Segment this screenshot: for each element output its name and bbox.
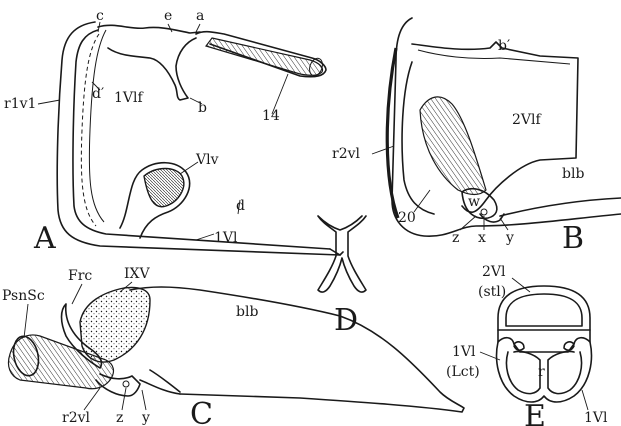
panel-a-valve-vlv-inner [144, 169, 184, 207]
label-r1v1: r1v1 [4, 96, 36, 112]
panel-a-upper-plate [98, 25, 200, 100]
label-stl: (stl) [478, 284, 506, 300]
panel-e-lower-inner-right [548, 351, 582, 393]
label-c: c [96, 8, 104, 24]
label-1vlf: 1Vlf [114, 90, 144, 106]
label-1vl-right: 1Vl [584, 410, 608, 426]
panel-a [57, 22, 343, 255]
panel-e-lower-inner-left [506, 351, 540, 393]
panel-e-letter: E [524, 399, 546, 426]
label-d: d [236, 198, 245, 214]
panel-d: D [318, 216, 366, 338]
label-2vl: 2Vl [482, 264, 506, 280]
label-r: r [538, 364, 545, 380]
label-y-c: y [141, 410, 150, 426]
label-ixv: IXV [124, 266, 150, 282]
panel-e-labels: 2Vl (stl) r 1Vl (Lct) 1Vl E [446, 264, 608, 426]
panel-c-base [140, 370, 180, 394]
label-1vl-left: 1Vl [452, 344, 476, 360]
panel-b-muscle-20 [420, 97, 486, 195]
panel-e-upper-inner [506, 294, 582, 326]
label-y-b: y [505, 230, 514, 246]
label-20: 20 [398, 210, 416, 226]
panel-e-middle [498, 330, 590, 352]
label-r2vl-c: r2vl [62, 410, 91, 426]
label-e: e [164, 8, 172, 24]
panel-e-upper-outer [498, 286, 590, 330]
label-x: x [478, 230, 486, 246]
panel-c-ixv [80, 288, 150, 363]
panel-b-letter: B [562, 221, 584, 256]
panel-a-second-line [89, 30, 106, 222]
label-14: 14 [262, 108, 280, 124]
panel-b-x-point [481, 209, 487, 215]
label-blb-b: blb [562, 166, 584, 182]
label-a: a [196, 8, 204, 24]
panel-e-hooks [514, 342, 574, 350]
panel-c-letter: C [190, 397, 213, 426]
label-2vlf: 2Vlf [512, 112, 542, 128]
label-b-prime: b′ [498, 38, 510, 54]
panel-a-letter: A [33, 221, 56, 256]
label-w: w [468, 194, 480, 210]
label-blb-c: blb [236, 304, 258, 320]
label-vlv: Vlv [195, 152, 219, 168]
panel-b-tail [500, 198, 621, 216]
label-1vl: 1Vl [214, 230, 238, 246]
panel-e [497, 286, 592, 402]
panel-c-z-point [123, 381, 129, 387]
label-frc: Frc [68, 268, 92, 284]
label-lct: (Lct) [446, 364, 480, 380]
label-r2vl-b: r2vl [332, 146, 361, 162]
panel-d-letter: D [334, 303, 358, 338]
label-z-c: z [116, 410, 123, 426]
label-z-b: z [452, 230, 459, 246]
label-psnsc: PsnSc [2, 288, 45, 304]
